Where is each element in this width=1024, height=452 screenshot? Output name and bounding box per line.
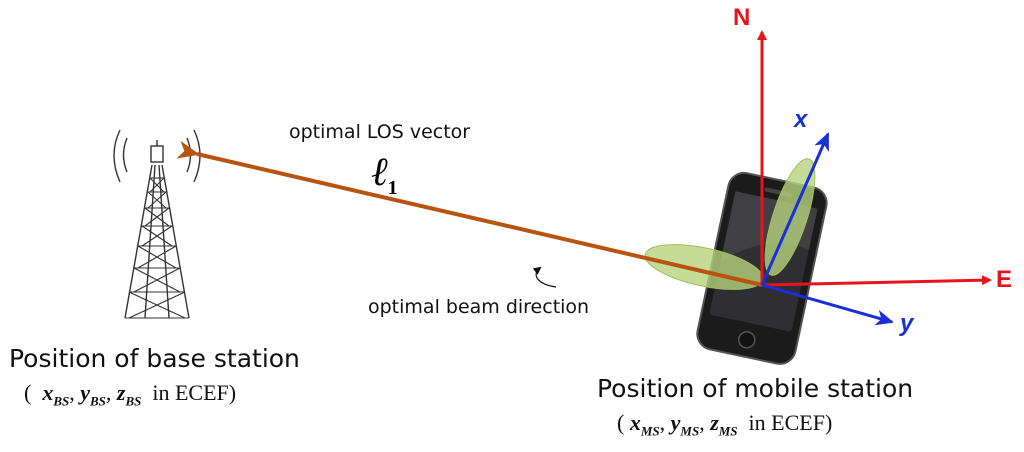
los-vector-subscript: 1 (387, 177, 398, 199)
body-x-axis-arrow (760, 132, 830, 286)
base-station-coordinates: ( xBS, yBS, zBS in ECEF) (24, 380, 237, 409)
base-station-title: Position of base station (9, 344, 300, 373)
los-vector-title: optimal LOS vector (289, 121, 471, 143)
mobile-station-coordinates: ( xMS, yMS, zMS in ECEF) (617, 410, 833, 439)
beam-pointer-arrow (532, 266, 557, 288)
body-x-axis-label: x (794, 106, 808, 133)
los-vector-arrow (176, 140, 763, 287)
beam-direction-label: optimal beam direction (368, 296, 590, 318)
east-axis-arrow (761, 275, 992, 287)
los-vector-symbol: ℓ1 (371, 149, 398, 199)
body-y-axis-arrow (761, 283, 894, 326)
north-axis-label: N (733, 4, 751, 31)
mobile-station-title: Position of mobile station (597, 374, 914, 403)
body-y-axis-label: y (900, 310, 914, 337)
east-axis-label: E (996, 266, 1013, 293)
base-station-tower-icon (113, 129, 201, 319)
